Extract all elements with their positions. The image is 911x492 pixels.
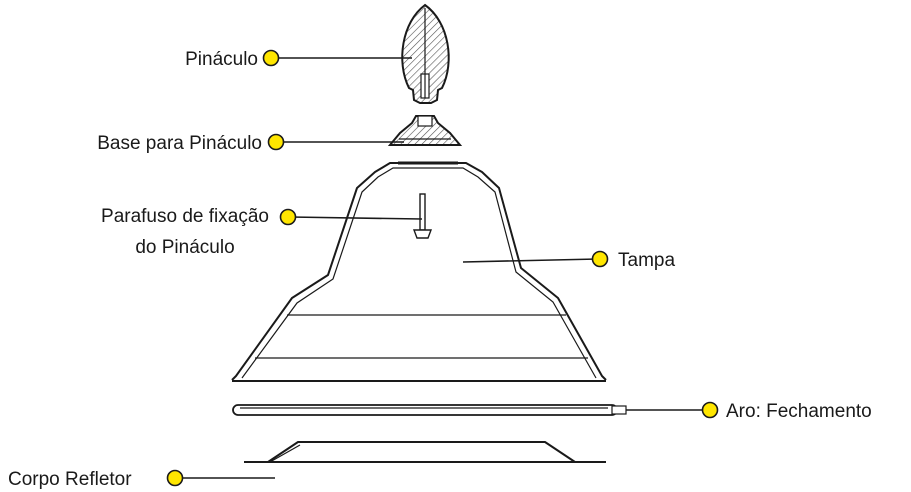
label-parafuso-line1: Parafuso de fixação: [101, 206, 269, 227]
leader-tampa: [462, 258, 599, 263]
callout-aro: Aro: Fechamento: [626, 401, 872, 422]
callout-parafuso: Parafuso de fixação do Pináculo: [101, 206, 423, 258]
parafuso-part: [412, 193, 433, 239]
callout-dot-tampa: [591, 250, 609, 268]
base-pinaculo-part: [387, 115, 463, 146]
callout-dot-corpo: [166, 469, 184, 487]
callout-dot-aro: [701, 401, 719, 419]
label-corpo: Corpo Refletor: [8, 469, 132, 490]
callout-tampa: Tampa: [462, 250, 675, 271]
tampa-part: [231, 161, 607, 382]
pinaculo-part: [401, 3, 450, 104]
callout-base-pinaculo: Base para Pináculo: [97, 133, 404, 154]
callout-dot-parafuso: [279, 208, 297, 226]
label-aro: Aro: Fechamento: [726, 401, 872, 422]
callout-dot-base-pinaculo: [267, 133, 285, 151]
leader-parafuso: [289, 216, 423, 220]
label-pinaculo: Pináculo: [185, 49, 258, 70]
callout-pinaculo: Pináculo: [185, 49, 412, 70]
callout-corpo: Corpo Refletor: [8, 469, 275, 490]
label-base-pinaculo: Base para Pináculo: [97, 133, 262, 154]
label-parafuso-line2: do Pináculo: [135, 237, 234, 258]
corpo-refletor-part: [244, 441, 606, 463]
label-tampa: Tampa: [618, 250, 675, 271]
aro-part: [232, 404, 627, 416]
callout-dot-pinaculo: [262, 49, 280, 67]
